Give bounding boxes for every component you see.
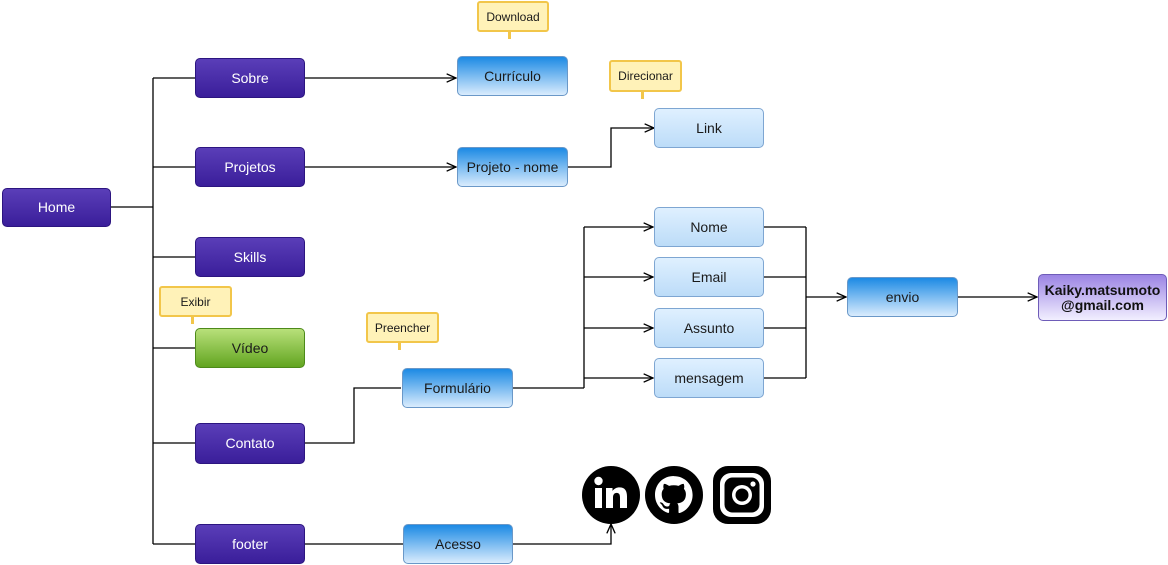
email-address-line1: Kaiky.matsumoto	[1044, 281, 1161, 298]
node-nome[interactable]: Nome	[654, 207, 764, 247]
node-envio[interactable]: envio	[847, 277, 958, 317]
instagram-icon[interactable]	[713, 466, 771, 524]
node-mensagem[interactable]: mensagem	[654, 358, 764, 398]
node-assunto[interactable]: Assunto	[654, 308, 764, 348]
node-sobre[interactable]: Sobre	[195, 58, 305, 98]
linkedin-icon[interactable]	[582, 466, 640, 524]
node-footer[interactable]: footer	[195, 524, 305, 564]
node-home[interactable]: Home	[2, 188, 111, 227]
github-icon[interactable]	[645, 466, 703, 524]
node-email-address[interactable]: Kaiky.matsumoto @gmail.com	[1038, 274, 1167, 321]
node-formulario[interactable]: Formulário	[402, 368, 513, 408]
node-skills[interactable]: Skills	[195, 237, 305, 277]
node-acesso[interactable]: Acesso	[403, 524, 513, 564]
callout-exibir: Exibir	[159, 286, 232, 324]
callout-direcionar: Direcionar	[609, 60, 682, 99]
node-projeto-nome[interactable]: Projeto - nome	[457, 147, 568, 187]
node-curriculo[interactable]: Currículo	[457, 56, 568, 96]
node-email[interactable]: Email	[654, 257, 764, 297]
node-projetos[interactable]: Projetos	[195, 147, 305, 187]
callout-download: Download	[477, 1, 549, 39]
callout-preencher: Preencher	[366, 312, 439, 350]
edge-contato-formulario	[305, 387, 401, 444]
node-contato[interactable]: Contato	[195, 423, 305, 464]
node-link[interactable]: Link	[654, 108, 764, 148]
edge-acesso-social	[513, 524, 611, 545]
edge-projeto-link	[568, 128, 654, 168]
email-address-line2: @gmail.com	[1061, 296, 1144, 313]
node-video[interactable]: Vídeo	[195, 328, 305, 368]
